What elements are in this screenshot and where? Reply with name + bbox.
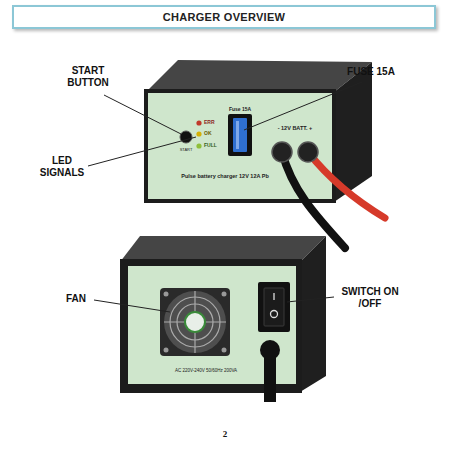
charger-front	[144, 60, 385, 248]
led-red	[196, 120, 201, 125]
panel-label: AC 220V-240V 50/60Hz 200VA	[175, 368, 237, 373]
callout-label: START BUTTON	[57, 65, 119, 88]
switch-housing	[258, 282, 290, 332]
case-side	[300, 236, 326, 392]
rocker	[264, 288, 284, 326]
panel-label: Pulse battery charger 12V 12A Pb	[181, 173, 269, 179]
led-label: FULL	[204, 143, 217, 149]
title: CHARGER OVERVIEW	[163, 11, 286, 23]
leader-lines-top	[88, 82, 362, 166]
fan-hub	[185, 312, 205, 332]
leader-line	[244, 82, 362, 130]
leader-line	[88, 137, 196, 166]
panel-label: START	[180, 148, 193, 153]
leader-line	[287, 297, 334, 302]
leader-lines-bottom	[94, 297, 334, 312]
title-banner: CHARGER OVERVIEW	[12, 5, 436, 29]
fuse-highlight	[236, 121, 239, 149]
led-yellow	[196, 131, 201, 136]
red-cable	[308, 152, 385, 218]
fuse-holder	[228, 114, 252, 156]
screw	[222, 348, 227, 353]
fuse	[233, 118, 247, 152]
page-number: 2	[223, 429, 228, 439]
fan-frame	[160, 288, 230, 356]
panel-label: - 12V BATT. +	[278, 125, 313, 131]
leader-line	[94, 300, 170, 312]
screw	[164, 292, 169, 297]
cable-gland	[272, 142, 292, 162]
switch-mark	[273, 293, 274, 300]
case-top	[120, 236, 326, 262]
panel-rim	[144, 89, 336, 203]
switch-mark	[271, 311, 278, 318]
case-top	[146, 60, 372, 92]
led-label: OK	[204, 131, 212, 137]
leader-line	[104, 95, 181, 134]
power-inlet	[260, 340, 280, 360]
callout-label: FUSE 15A	[347, 66, 395, 78]
screw	[164, 348, 169, 353]
led-green	[196, 143, 201, 148]
callout-label: SWITCH ON /OFF	[337, 286, 403, 309]
callout-label: LED SIGNALS	[34, 155, 90, 178]
black-cable	[282, 152, 345, 248]
charger-back	[120, 236, 326, 402]
panel-label: Fuse 15A	[229, 107, 251, 113]
led-label: ERR	[204, 120, 215, 126]
fan-opening	[164, 291, 226, 353]
front-panel	[148, 93, 332, 199]
callout-label: FAN	[66, 293, 86, 305]
cable-gland	[298, 142, 318, 162]
screw	[222, 292, 227, 297]
